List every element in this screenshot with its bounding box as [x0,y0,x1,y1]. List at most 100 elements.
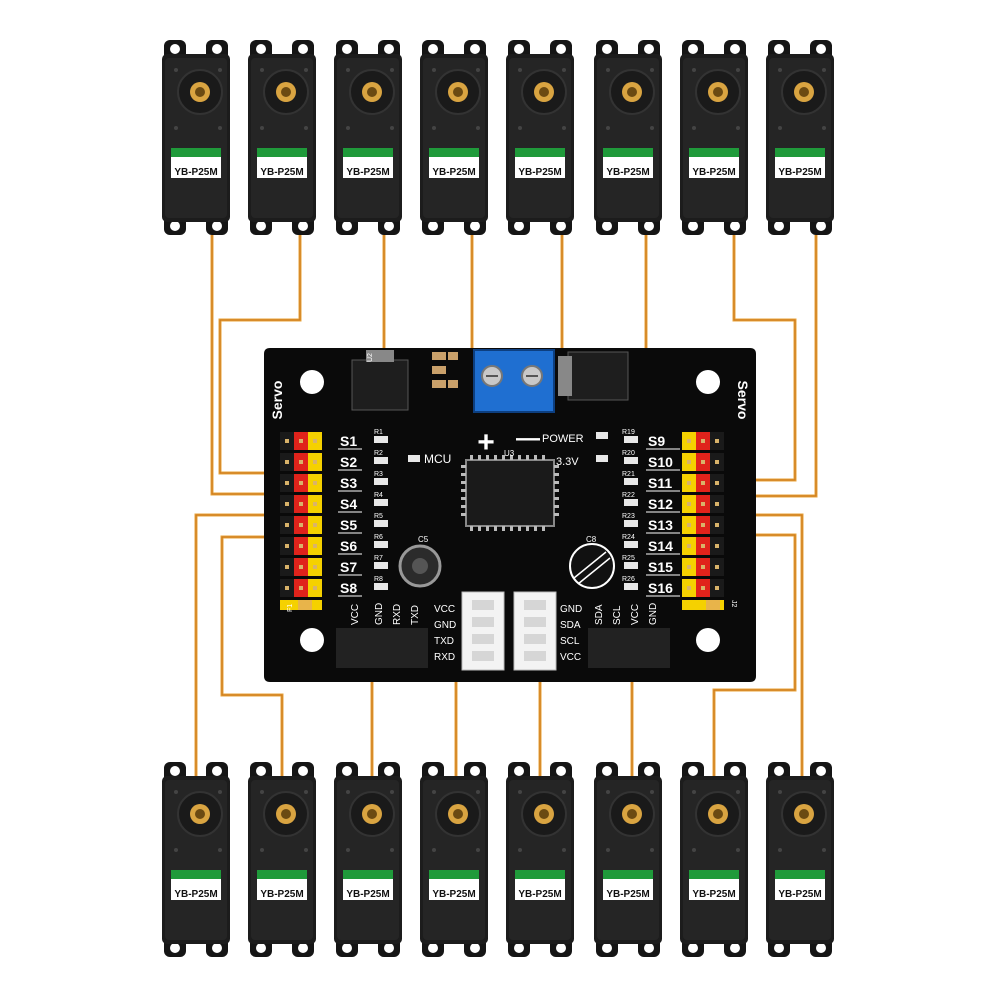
servo-brand-label: YAHBOOM [355,881,380,887]
servo-model-label: YB-P25M [518,167,561,178]
i2c-left-pin-label: VCC [434,604,455,615]
uart-pin-label: GND [374,603,385,625]
channel-label: S10 [648,454,673,470]
servo-bottom-8: YAHBOOM YB-P25M [766,762,834,957]
i2c-header-right[interactable] [588,628,670,668]
channel-label: S13 [648,517,673,533]
resistor-label: R4 [374,492,383,499]
servo-bottom-3: YAHBOOM YB-P25M [334,762,402,957]
servo-model-label: YB-P25M [778,889,821,900]
channel-label: S15 [648,559,673,575]
resistor-label: R20 [622,450,635,457]
v33-label: 3.3V [556,456,579,468]
servo-model-label: YB-P25M [432,167,475,178]
servo-controller-board: Servo Servo U2 + — POWER 3.3V U3 MCU [264,348,756,682]
i2c-right-pin-label: SCL [560,636,580,647]
uart-pin-label: TXD [410,605,421,625]
servo-model-label: YB-P25M [778,167,821,178]
servo-brand-label: YAHBOOM [441,159,466,165]
channel-label: S4 [340,496,357,512]
servo-brand-label: YAHBOOM [701,881,726,887]
resistor-label: R5 [374,513,383,520]
servo-row-bottom: YAHBOOM YB-P25M YAHBOOM YB-P25M YAHBOOM YB-P2… [162,762,834,957]
servo-model-label: YB-P25M [518,889,561,900]
bottom-right-pin-label: SDA [594,604,605,625]
servo-model-label: YB-P25M [346,889,389,900]
resistor-label: R21 [622,471,635,478]
servo-top-2: YAHBOOM YB-P25M [248,40,316,235]
resistor-label: R23 [622,513,635,520]
f1-label: F1 [287,604,294,612]
terminal-plus-mark: + [477,426,495,459]
regulator-right [567,351,629,401]
mcu-chip [465,459,555,527]
channel-label: S16 [648,580,673,596]
mount-hole-bl [300,628,324,652]
servo-brand-label: YAHBOOM [269,881,294,887]
i2c-left-pin-label: GND [434,620,456,631]
channel-label: S6 [340,538,357,554]
servo-bottom-6: YAHBOOM YB-P25M [594,762,662,957]
resistor-label: R1 [374,429,383,436]
servo-brand-label: YAHBOOM [183,881,208,887]
channel-label: S12 [648,496,673,512]
i2c-right-pin-label: GND [560,604,582,615]
servo-model-label: YB-P25M [692,167,735,178]
i2c-right-pin-label: SDA [560,620,581,631]
resistor-label: R24 [622,534,635,541]
resistor-label: R8 [374,576,383,583]
servo-model-label: YB-P25M [432,889,475,900]
u2-label: U2 [367,353,374,362]
bottom-right-pin-label: VCC [630,604,641,625]
servo-brand-label: YAHBOOM [787,159,812,165]
i2c-left-pin-label: TXD [434,636,454,647]
capacitor-c8 [569,543,615,589]
channel-label: S2 [340,454,357,470]
servo-top-5: YAHBOOM YB-P25M [506,40,574,235]
servo-top-1: YAHBOOM YB-P25M [162,40,230,235]
j2-label: J2 [730,600,737,608]
channel-label: S9 [648,433,665,449]
connector-slots [472,600,546,661]
resistor-label: R25 [622,555,635,562]
servo-model-label: YB-P25M [692,889,735,900]
servo-brand-label: YAHBOOM [787,881,812,887]
servo-model-label: YB-P25M [606,889,649,900]
i2c-left-pin-label: RXD [434,652,455,663]
servo-brand-label: YAHBOOM [527,159,552,165]
resistor-label: R6 [374,534,383,541]
c5-label: C5 [418,535,429,544]
servo-brand-label: YAHBOOM [269,159,294,165]
servo-pin-headers[interactable] [280,432,724,610]
mount-hole-br [696,628,720,652]
servo-brand-label: YAHBOOM [183,159,208,165]
servo-brand-label: YAHBOOM [355,159,380,165]
servo-top-3: YAHBOOM YB-P25M [334,40,402,235]
side-label-left: Servo [269,381,285,420]
terminal-minus-mark: — [516,425,540,452]
resistor-label: R3 [374,471,383,478]
resistor-label: R19 [622,429,635,436]
uart-header[interactable] [336,628,428,668]
u3-label: U3 [504,449,515,458]
servo-bottom-7: YAHBOOM YB-P25M [680,762,748,957]
servo-brand-label: YAHBOOM [615,881,640,887]
resistor-label: R26 [622,576,635,583]
channel-label: S7 [340,559,357,575]
servo-model-label: YB-P25M [346,167,389,178]
resistor-label: R22 [622,492,635,499]
regulator-u2 [351,359,409,411]
bottom-right-pin-label: SCL [612,605,623,625]
servo-model-label: YB-P25M [260,167,303,178]
servo-model-label: YB-P25M [174,167,217,178]
channel-label: S3 [340,475,357,491]
